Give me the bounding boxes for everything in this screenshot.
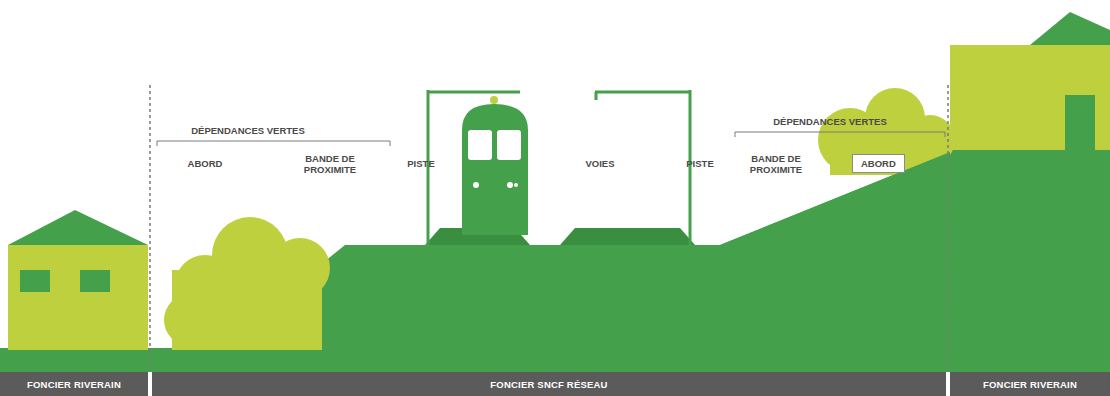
- zone-box: ABORD: [852, 154, 905, 173]
- land-band: FONCIER RIVERAIN: [950, 372, 1110, 396]
- zone-label: BANDE DE PROXIMITE: [290, 154, 370, 176]
- node-text: ABORD: [861, 158, 896, 169]
- node-text: FONCIER RIVERAIN: [27, 379, 121, 390]
- zone-label: VOIES: [575, 159, 625, 170]
- zone-label: PISTE: [401, 159, 441, 170]
- property-limit: [150, 85, 948, 372]
- zone-label: ABORD: [175, 159, 235, 170]
- zone-label: PISTE: [680, 159, 720, 170]
- bush: [164, 217, 330, 350]
- train: [462, 104, 528, 235]
- zone-label: BANDE DE PROXIMITE: [736, 154, 816, 176]
- catenary: [428, 90, 690, 245]
- pantograph: [490, 96, 498, 104]
- ballast: [560, 228, 695, 245]
- land-band: FONCIER RIVERAIN: [0, 372, 148, 396]
- right-house: [950, 12, 1110, 372]
- node-text: FONCIER RIVERAIN: [983, 379, 1077, 390]
- embankment: [150, 152, 950, 372]
- zone-heading: DÉPENDANCES VERTES: [168, 126, 328, 137]
- zone-heading: DÉPENDANCES VERTES: [750, 117, 910, 128]
- node-text: FONCIER SNCF RÉSEAU: [490, 379, 607, 390]
- left-house: [8, 210, 148, 350]
- land-band: FONCIER SNCF RÉSEAU: [152, 372, 946, 396]
